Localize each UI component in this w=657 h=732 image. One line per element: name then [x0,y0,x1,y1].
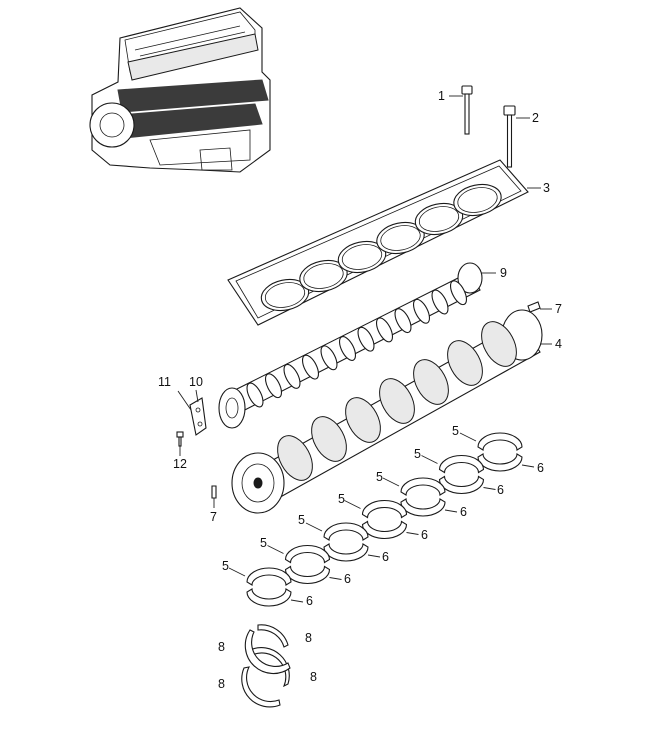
callout-1: 1 [438,89,445,103]
leader-5 [421,455,438,464]
cam-lobe [338,336,357,361]
crankshaft-counterweights [277,321,517,481]
leader-5 [344,500,361,509]
leader-6 [406,532,419,535]
leader-6 [290,599,304,603]
callout-8: 8 [310,670,317,684]
gasket-bore-inner [341,244,383,270]
cam-lobe [357,326,375,352]
callout-12: 12 [173,457,187,471]
upper-bearing-shell [400,477,446,496]
bracket-screw [176,431,184,447]
leader-6 [367,554,381,558]
cam-lobe [375,317,394,343]
crank-web [277,435,313,481]
dowel-pin-lower [211,485,217,499]
cam-lobe [283,363,301,389]
callout-9: 9 [500,266,507,280]
callout-6: 6 [306,594,313,608]
upper-bearing-shell [477,432,523,451]
leader-6 [444,509,458,513]
leader-6 [483,487,496,490]
gasket-bore-inner [457,187,498,213]
callout-8: 8 [305,631,312,645]
leader-6 [521,464,535,468]
upper-bearing-shell [438,454,485,474]
cylinder-head-bolt-long [503,105,516,168]
upper-bearing-shell [323,522,369,541]
callout-7: 7 [210,510,217,524]
callout-5: 5 [376,470,383,484]
callout-3: 3 [543,181,550,195]
callout-10: 10 [189,375,203,389]
callout-6: 6 [537,461,544,475]
callout-11: 11 [158,375,171,389]
engine-overview-illustration [89,7,271,173]
callout-6: 6 [497,483,504,497]
callout-5: 5 [222,559,229,573]
cam-lobe [320,345,338,371]
gasket-cylinder-bores [260,183,502,312]
crank-web [345,397,381,443]
callout-6: 6 [460,505,467,519]
leader-5 [228,567,246,577]
callout-6: 6 [382,550,389,564]
thrust-washers [241,624,291,708]
gasket-bore-inner [380,225,421,251]
callout-leaders [177,95,552,508]
lower-bearing-shell [400,498,446,517]
main-bearing-shells [228,432,535,607]
cam-lobe [394,308,412,334]
callout-5: 5 [338,492,345,506]
lower-bearing-shell [284,565,331,585]
callout-6: 6 [344,572,351,586]
callout-5: 5 [298,513,305,527]
crank-web [481,321,517,367]
cam-lobe [449,280,468,306]
gasket-bore-inner [303,263,344,289]
lower-bearing-shell [323,543,369,562]
callout-8: 8 [218,677,225,691]
lower-bearing-shell [438,475,485,495]
cylinder-head-bolt-short [461,85,473,135]
lower-bearing-shell [477,453,523,472]
lower-bearing-shell [246,588,292,607]
camshaft-lobes [246,280,468,408]
leader-5 [459,432,477,442]
upper-bearing-shell [361,499,408,519]
callout-6: 6 [421,528,428,542]
callout-4: 4 [555,337,562,351]
callout-numbers: 1 2 3 4 5 5 5 5 5 5 5 6 6 6 6 6 6 6 7 7 … [158,89,562,691]
leader-6 [329,577,342,580]
callout-5: 5 [260,536,267,550]
crank-web [413,359,449,405]
upper-bearing-shell [284,544,331,564]
crank-web [379,378,415,424]
callout-5: 5 [414,447,421,461]
crank-web [311,416,347,462]
callout-8: 8 [218,640,225,654]
callout-5: 5 [452,424,459,438]
callout-2: 2 [532,111,539,125]
cam-lobe [431,289,449,315]
crank-web [447,340,483,386]
gasket-bore-inner [264,282,306,308]
leader-5 [267,545,284,554]
cam-lobe [301,354,320,380]
dowel-pin-upper [527,301,541,313]
cam-lobe [412,298,431,324]
lower-bearing-shell [361,520,408,540]
leader-5 [305,522,323,532]
gasket-bore-inner [418,206,460,232]
upper-bearing-shell [246,567,292,586]
cam-lobe [246,382,264,408]
sensor-bracket [189,397,207,436]
leader-5 [382,477,400,487]
callout-7: 7 [555,302,562,316]
cam-lobe [264,373,283,399]
